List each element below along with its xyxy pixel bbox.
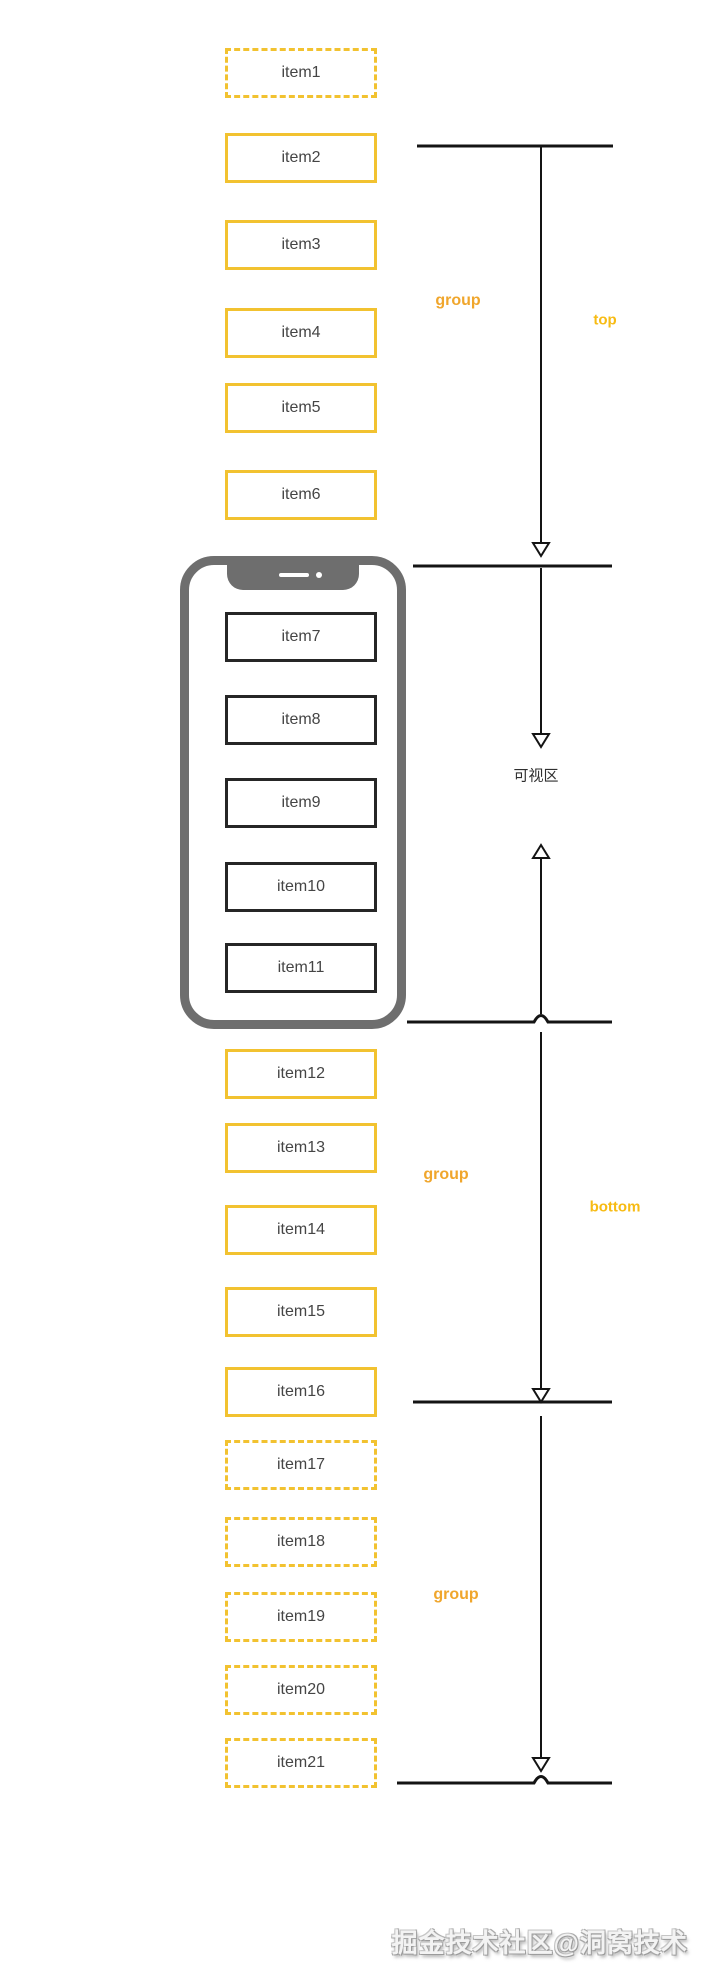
list-item-label: item7 [281, 628, 321, 645]
group-label: group [433, 1586, 479, 1603]
list-item-label: item18 [276, 1533, 326, 1550]
list-item-label: item20 [276, 1681, 326, 1698]
list-item-label: item1 [281, 64, 321, 81]
list-item: item19 [225, 1592, 377, 1642]
list-item: item18 [225, 1517, 377, 1567]
list-item: item2 [225, 133, 377, 183]
list-item-label: item15 [276, 1303, 326, 1320]
list-item-label: item13 [276, 1139, 326, 1156]
top-label: top [593, 311, 617, 329]
list-item: item11 [225, 943, 377, 993]
list-item-label: item11 [277, 959, 325, 976]
list-item: item13 [225, 1123, 377, 1173]
list-item: item10 [225, 862, 377, 912]
list-item-label: item16 [276, 1383, 326, 1400]
list-item-label: item21 [276, 1754, 326, 1771]
list-item: item12 [225, 1049, 377, 1099]
list-item: item14 [225, 1205, 377, 1255]
phone-frame [180, 556, 406, 1029]
list-item: item20 [225, 1665, 377, 1715]
list-item: item3 [225, 220, 377, 270]
list-item-label: item6 [281, 486, 321, 503]
list-item-label: item19 [276, 1608, 326, 1625]
list-item: item8 [225, 695, 377, 745]
list-item-label: item3 [281, 236, 321, 253]
list-item: item7 [225, 612, 377, 662]
watermark-text: 掘金技术社区@洞窝技术 [391, 1928, 688, 1958]
list-item: item16 [225, 1367, 377, 1417]
list-item: item1 [225, 48, 377, 98]
list-item: item21 [225, 1738, 377, 1788]
group-label: group [435, 292, 481, 309]
group-label: group [423, 1166, 469, 1183]
list-item-label: item17 [276, 1456, 326, 1473]
list-item-label: item8 [281, 711, 321, 728]
phone-speaker-icon [279, 573, 309, 577]
list-item-label: item2 [281, 149, 321, 166]
viewport-label: 可视区 [513, 767, 559, 785]
list-item-label: item5 [281, 399, 321, 416]
bottom-label: bottom [589, 1198, 641, 1216]
phone-notch-icon [227, 564, 359, 590]
list-item-label: item10 [276, 878, 326, 895]
list-item-label: item14 [276, 1221, 326, 1238]
list-item: item6 [225, 470, 377, 520]
list-item: item4 [225, 308, 377, 358]
phone-camera-icon [316, 572, 322, 578]
list-item-label: item12 [276, 1065, 326, 1082]
list-item-label: item4 [281, 324, 321, 341]
list-item: item9 [225, 778, 377, 828]
list-item: item15 [225, 1287, 377, 1337]
list-item: item17 [225, 1440, 377, 1490]
list-item-label: item9 [281, 794, 321, 811]
list-item: item5 [225, 383, 377, 433]
